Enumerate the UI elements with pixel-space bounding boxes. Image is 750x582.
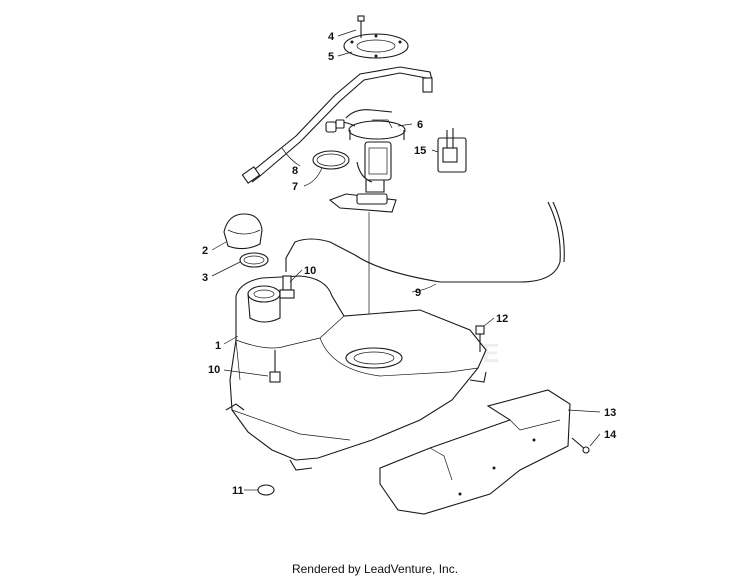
callout-9: 9 bbox=[415, 287, 421, 299]
callout-1: 1 bbox=[215, 340, 221, 352]
part-14-screw bbox=[571, 437, 590, 454]
part-13-skid-plate bbox=[379, 389, 571, 515]
part-9-vent-hose bbox=[285, 201, 561, 283]
part-6-fuel-pump bbox=[325, 109, 406, 193]
part-2-fuel-cap bbox=[223, 213, 263, 250]
part-12-bolt bbox=[475, 325, 485, 352]
callout-10-upper: 10 bbox=[304, 265, 316, 277]
callout-8: 8 bbox=[292, 165, 298, 177]
callout-3: 3 bbox=[202, 272, 208, 284]
callout-7: 7 bbox=[292, 181, 298, 193]
callout-14: 14 bbox=[604, 429, 617, 441]
callout-13: 13 bbox=[604, 407, 616, 419]
part-11-grommet bbox=[257, 484, 275, 496]
part-10-fitting-lower bbox=[269, 350, 281, 383]
callout-10-lower: 10 bbox=[208, 364, 220, 376]
part-5-gasket bbox=[343, 33, 409, 59]
part-8-fuel-line bbox=[241, 66, 433, 184]
callout-11: 11 bbox=[232, 485, 244, 497]
callout-12: 12 bbox=[496, 313, 508, 325]
callout-4: 4 bbox=[328, 31, 335, 43]
pump-bracket bbox=[328, 193, 397, 336]
part-4-screw bbox=[357, 15, 365, 38]
callout-15: 15 bbox=[414, 145, 426, 157]
part-10-fitting-upper bbox=[279, 275, 295, 299]
footer-credit: Rendered by LeadVenture, Inc. bbox=[291, 562, 459, 576]
leader-lines bbox=[211, 29, 601, 491]
part-3-cap-gasket bbox=[239, 252, 269, 268]
callout-2: 2 bbox=[202, 245, 208, 257]
part-15-connector bbox=[437, 128, 467, 173]
callout-6: 6 bbox=[417, 119, 423, 131]
part-1-fuel-tank bbox=[225, 275, 487, 471]
callout-5: 5 bbox=[328, 51, 334, 63]
